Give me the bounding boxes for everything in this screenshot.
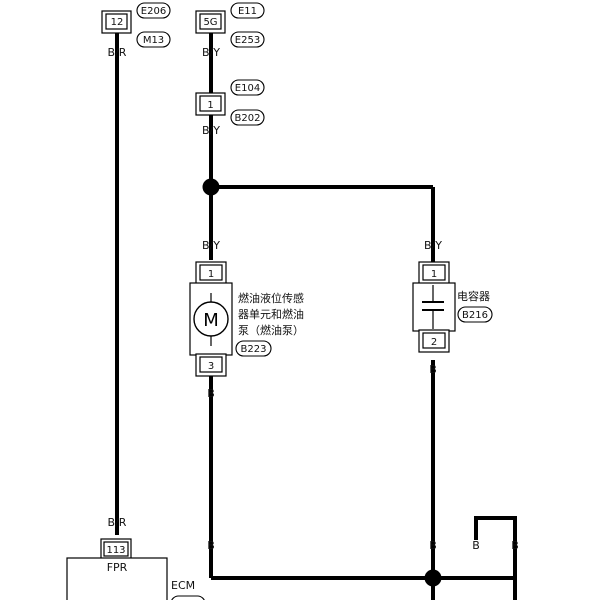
wire-label-pump-out: B — [207, 387, 215, 400]
wire-right-loop — [474, 516, 517, 600]
connector-c3-id-2: B202 — [235, 113, 261, 124]
connector-c3: 1 E104 B202 — [195, 79, 265, 126]
motor-symbol: M — [203, 310, 219, 331]
connector-c2: 5G E11 E253 — [195, 2, 265, 48]
fuel-pump-component: 1 M 3 — [189, 261, 233, 377]
capacitor-id: B216 — [462, 310, 488, 321]
wire-label-mid-after-c3: B/Y — [202, 124, 220, 137]
capacitor-label: 电容器 — [457, 289, 490, 303]
wire-label-cap-in: B/Y — [424, 239, 442, 252]
capacitor-pin-bottom: 2 — [431, 337, 437, 348]
pump-id-pill — [235, 340, 272, 357]
pump-label-line-3: 泵（燃油泵） — [238, 323, 304, 337]
connector-c4: 113 — [100, 538, 132, 560]
connector-c4-pin: 113 — [106, 545, 125, 556]
pump-id: B223 — [241, 344, 267, 355]
wire-label-pump-in: B/Y — [202, 239, 220, 252]
capacitor-pin-top: 1 — [431, 269, 437, 280]
connector-c1-id-1: E206 — [141, 6, 166, 17]
ecm-id-pill-partial — [171, 595, 205, 600]
wire-label-right-2: B — [511, 539, 519, 552]
ecm-pin-label: FPR — [107, 561, 128, 574]
ecm-name: ECM — [171, 579, 195, 592]
wire-label-pump-bottom: B — [207, 539, 215, 552]
wire-label-left-bottom: B/R — [108, 516, 127, 529]
connector-c2-pin: 5G — [203, 17, 217, 28]
pump-label-line-2: 器单元和燃油 — [238, 307, 304, 321]
connector-c2-id-2: E253 — [235, 35, 260, 46]
wire-label-cap-bottom: B — [429, 539, 437, 552]
pump-label-line-1: 燃油液位传感 — [238, 291, 304, 305]
pump-pin-top: 1 — [208, 269, 214, 280]
wire-label-mid-top: B/Y — [202, 46, 220, 59]
wire-label-right-1: B — [472, 539, 480, 552]
splice-dot-top — [202, 178, 220, 196]
connector-c1: 12 E206 M13 — [101, 2, 171, 48]
capacitor-component: 1 2 — [412, 261, 456, 353]
connector-c3-id-1: E104 — [235, 83, 260, 94]
splice-dot-bottom — [424, 569, 442, 587]
connector-c1-id-2: M13 — [143, 35, 164, 46]
wire-label-cap-out: B — [429, 363, 437, 376]
connector-c1-pin: 12 — [111, 17, 124, 28]
capacitor-id-pill — [457, 306, 493, 323]
connector-c2-id-1: E11 — [238, 6, 257, 17]
pump-pin-bottom: 3 — [208, 361, 214, 372]
wire-label-left-top: B/R — [108, 46, 127, 59]
ecm-box — [66, 557, 168, 600]
connector-c3-pin: 1 — [207, 100, 213, 111]
